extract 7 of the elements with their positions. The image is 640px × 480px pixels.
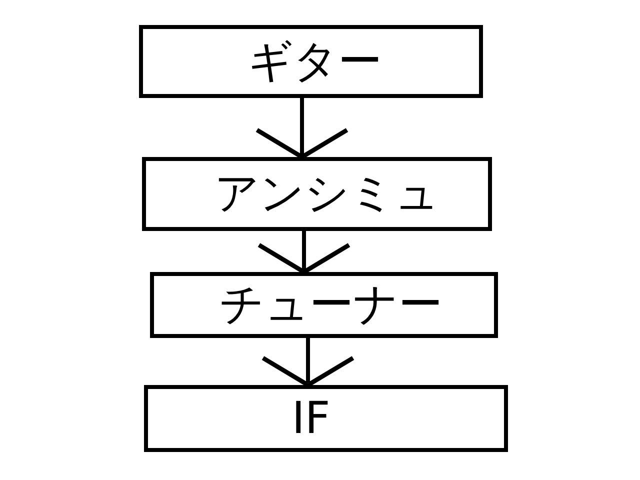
process-box: IF [144, 385, 508, 452]
arrow [256, 231, 352, 274]
arrow [254, 98, 350, 160]
process-box: チューナー [150, 272, 498, 338]
process-box: アンシミュ [142, 157, 492, 231]
arrow [260, 338, 356, 388]
process-box: ギター [139, 25, 483, 98]
